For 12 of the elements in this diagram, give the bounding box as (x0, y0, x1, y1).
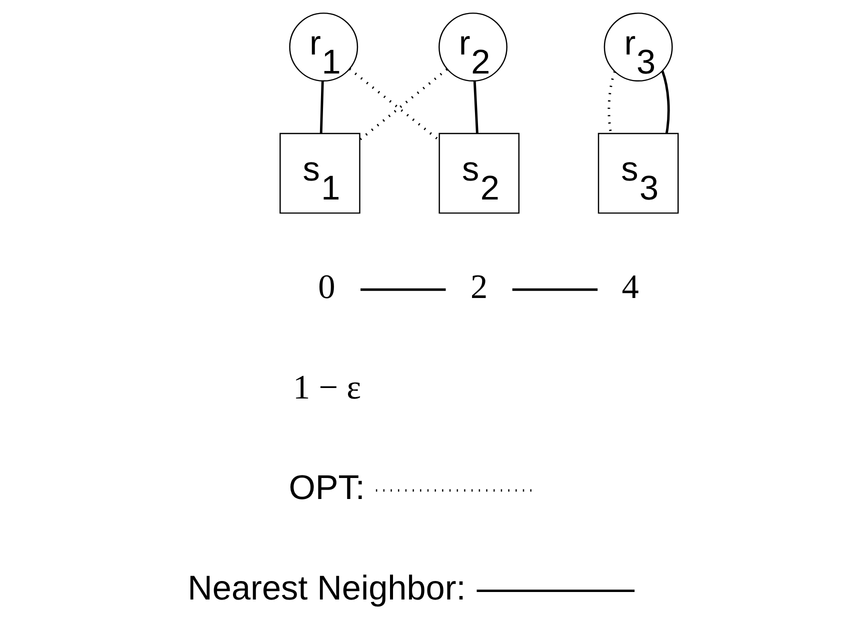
legend-label: OPT: (288, 468, 364, 507)
label: 1 − ε (292, 368, 360, 406)
connector (472, 80, 478, 134)
connector (607, 71, 616, 134)
label: 0 (318, 268, 335, 306)
label: 2 (470, 268, 488, 306)
legend-label: Nearest Neighbor: (187, 569, 466, 608)
connector (348, 68, 440, 142)
connector (319, 81, 324, 134)
connector (660, 70, 670, 134)
label: 4 (621, 268, 638, 306)
connector (358, 68, 448, 141)
